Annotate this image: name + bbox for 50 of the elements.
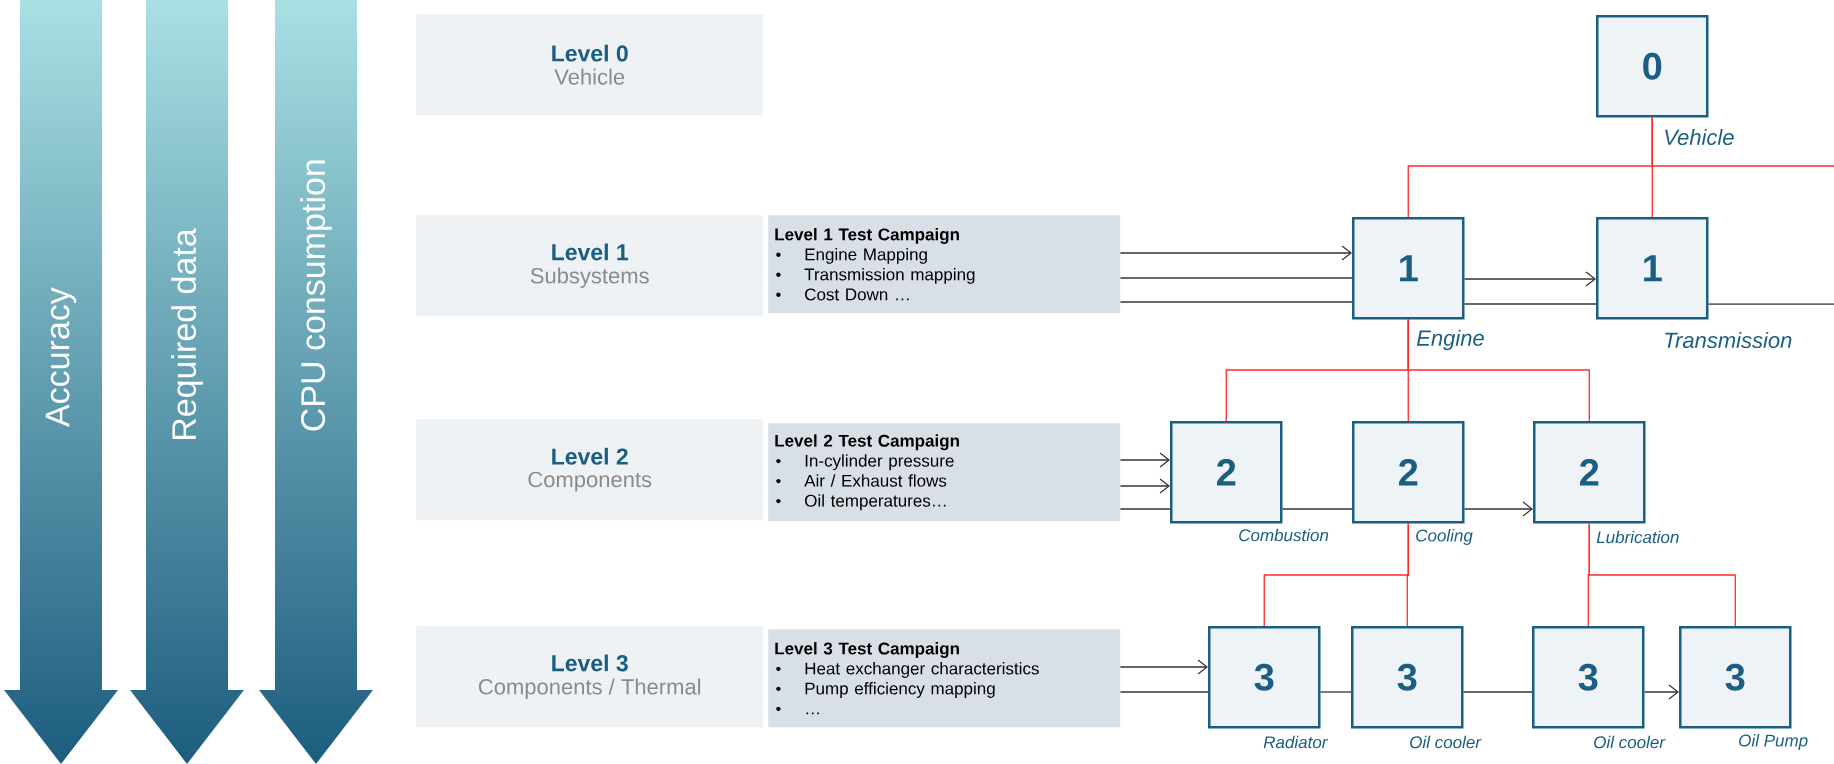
box-label: Transmission: [1665, 331, 1792, 349]
level-band: Level 0 Vehicle: [416, 14, 764, 116]
box-label: Oil cooler: [1594, 735, 1666, 749]
number-box: 0: [1596, 15, 1709, 118]
level-band: Level 2 Components: [416, 419, 764, 521]
number-box: 1: [1352, 217, 1465, 320]
connector-line: [1281, 508, 1353, 510]
number-box: 1: [1596, 217, 1709, 320]
level-band: Level 1 Subsystems: [416, 215, 764, 317]
box-label: Vehicle: [1665, 128, 1734, 146]
number-box: 3: [1208, 626, 1321, 729]
test-campaign-box: Level 1 Test Campaign Engine Mapping Transmission mapping Cost Down …: [768, 215, 1121, 314]
arrow: [1643, 684, 1679, 700]
tree-line: [1588, 522, 1736, 627]
down-arrow: Required data: [171, 228, 203, 439]
level-band: Level 3 Components / Thermal: [416, 626, 764, 728]
box-label: Engine: [1416, 329, 1484, 351]
arrow: [1119, 478, 1170, 494]
number-box: 2: [1352, 421, 1465, 524]
test-campaign-box: Level 3 Test Campaign Heat exchanger characteristics Pump efficiency mapping …: [768, 629, 1121, 728]
box-label: Oil cooler: [1410, 735, 1482, 749]
number-box: 3: [1351, 626, 1464, 729]
box-label: Cooling: [1416, 529, 1473, 545]
connector-line: [1119, 691, 1209, 693]
down-arrow: Accuracy: [45, 287, 77, 427]
down-arrow: CPU consumption: [300, 160, 332, 431]
arrow: [1463, 501, 1533, 517]
number-box: 2: [1170, 421, 1283, 524]
arrow: [1119, 245, 1352, 261]
arrow: [1119, 452, 1170, 468]
connector-line: [1463, 303, 1597, 305]
arrow: [1119, 659, 1208, 675]
number-box: 3: [1679, 626, 1792, 729]
test-campaign-box: Level 2 Test Campaign In-cylinder pressure Air / Exhaust flows Oil temperatures…: [768, 423, 1121, 522]
box-label: Oil Pump: [1739, 734, 1808, 750]
box-label: Combustion: [1239, 528, 1329, 542]
number-box: 2: [1533, 421, 1646, 524]
connector-line: [1319, 691, 1352, 693]
connector-line: [1707, 303, 1834, 305]
connector-line: [1119, 301, 1353, 303]
connector-line: [1119, 277, 1353, 279]
arrow: [1463, 271, 1596, 287]
tree-line: [1406, 522, 1409, 627]
box-label: Radiator: [1263, 735, 1329, 749]
connector-line: [1119, 508, 1171, 510]
connector-line: [1462, 691, 1533, 693]
tree-line: [1407, 318, 1590, 422]
box-label: Lubrication: [1596, 530, 1679, 544]
tree-line: [1651, 116, 1834, 167]
number-box: 3: [1532, 626, 1645, 729]
